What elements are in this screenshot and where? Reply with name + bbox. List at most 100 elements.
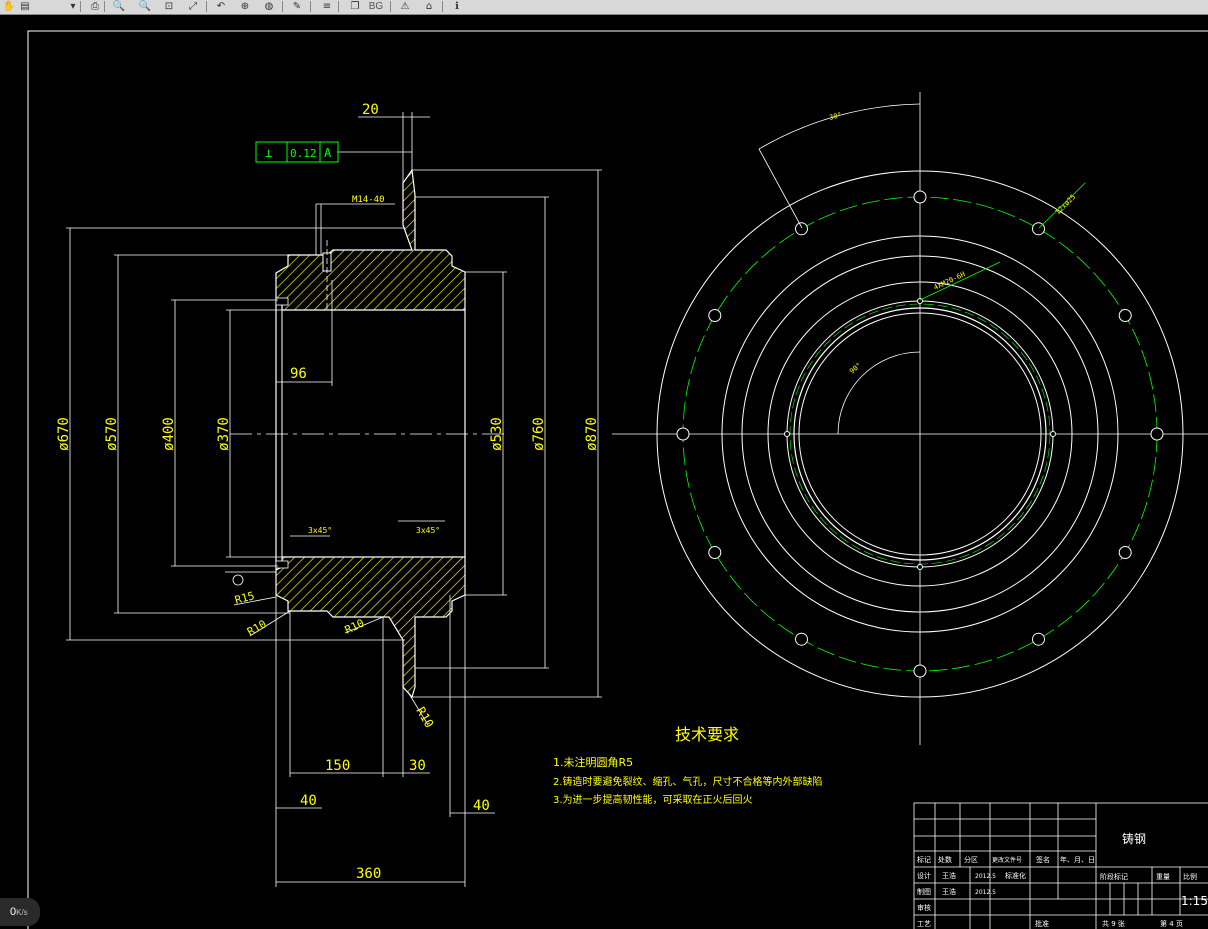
- highlight-icon[interactable]: ✎: [292, 1, 302, 12]
- design-label: 设计: [917, 871, 931, 880]
- toolbar-separator: [390, 1, 391, 12]
- end-view: 30° 90° 12xø25 4XM20-6H: [612, 92, 1208, 745]
- text-icon[interactable]: ≡: [322, 1, 332, 12]
- design-date: 2012.5: [975, 873, 996, 880]
- process-label: 工艺: [917, 920, 931, 928]
- approve-label: 批准: [1035, 919, 1049, 928]
- hdr-count: 处数: [938, 855, 952, 864]
- std-label: 标准化: [1005, 871, 1026, 880]
- tolerance-datum: A: [324, 146, 332, 160]
- background-toggle-button[interactable]: BG: [368, 1, 384, 12]
- toolbar: ✋ ▤ ▾ ⎙ 🔍 🔍 ⊡ ⤢ ↶ ⊕ ◍ ✎ ≡ ❐ ⚠ ⌂ ℹ BG: [0, 0, 1208, 15]
- dropdown-icon[interactable]: ▾: [70, 1, 76, 12]
- bolt-hole: [1032, 632, 1045, 646]
- warning-icon[interactable]: ⚠: [400, 1, 410, 12]
- stage-label: 阶段标记: [1100, 872, 1128, 881]
- bolt-hole: [676, 427, 690, 441]
- tapped-hole: [784, 431, 790, 437]
- dim-360: 360: [356, 866, 381, 882]
- angle-30-label: 30°: [828, 111, 842, 122]
- check-date: 2012.5: [975, 889, 996, 896]
- lower-section-hatch: [275, 556, 466, 699]
- network-speed-badge: 0K/s: [0, 898, 40, 926]
- angle-90-label: 90°: [848, 361, 863, 375]
- thread-note: M14-40: [352, 195, 385, 205]
- r15-label: R15: [233, 589, 256, 607]
- dim-20: 20: [362, 102, 379, 118]
- dim-760: ø760: [531, 417, 547, 451]
- cad-drawing-canvas[interactable]: ø670 ø570 ø400 ø370 ø530 ø760 ø870 20 96…: [0, 15, 1208, 929]
- tolerance-frame: [255, 141, 339, 163]
- tapped-hole: [917, 564, 923, 570]
- tech-req-title: 技术要求: [675, 725, 739, 744]
- hdr-change-doc: 更改文件号: [992, 856, 1022, 864]
- toolbar-separator: [104, 1, 105, 12]
- toolbar-separator: [338, 1, 339, 12]
- dim-400: ø400: [161, 417, 177, 451]
- hdr-zone: 分区: [964, 855, 978, 864]
- dim-570: ø570: [104, 417, 120, 451]
- technical-requirements: 技术要求 1.未注明圆角R5 2.铸造时要避免裂纹、缩孔、气孔，尺寸不合格等内外…: [553, 725, 823, 806]
- toolbar-separator: [310, 1, 311, 12]
- holes-note: 12xø25: [1054, 193, 1078, 217]
- bolt-hole: [708, 309, 722, 322]
- bolt-hole: [795, 632, 808, 646]
- info-icon[interactable]: ℹ: [455, 1, 459, 12]
- dim-150: 150: [325, 758, 350, 774]
- layer-icon[interactable]: ▤: [20, 1, 30, 12]
- toolbar-separator: [442, 1, 443, 12]
- r10-label-c: R10: [413, 705, 436, 731]
- hdr-mark: 标记: [917, 855, 931, 864]
- dim-40-right: 40: [473, 798, 490, 814]
- net-speed-value: 0: [10, 906, 17, 918]
- section-view: ø670 ø570 ø400 ø370 ø530 ø760 ø870 20 96…: [56, 102, 602, 887]
- net-speed-unit: K/s: [16, 908, 28, 917]
- tapped-hole-pattern: [784, 298, 1056, 570]
- hdr-sign: 签名: [1036, 855, 1050, 864]
- bolt-note: 4XM20-6H: [932, 270, 966, 292]
- design-name: 王浩: [942, 871, 956, 880]
- hdr-date: 年、月、日: [1060, 855, 1095, 864]
- dim-670: ø670: [56, 417, 72, 451]
- chamfer-note-1: 3x45°: [308, 526, 332, 535]
- dim-96: 96: [290, 366, 307, 382]
- tech-req-item-1: 1.未注明圆角R5: [553, 755, 633, 769]
- dim-370: ø370: [216, 417, 232, 451]
- upper-section-hatch: [275, 168, 466, 311]
- zoom-extents-icon[interactable]: ⤢: [189, 1, 197, 12]
- bolt-hole: [795, 222, 808, 236]
- review-label: 审核: [917, 903, 931, 912]
- sheets-total: 共 9 张: [1102, 919, 1125, 928]
- tolerance-value: 0.12: [290, 147, 317, 160]
- bolt-hole: [1118, 546, 1132, 559]
- zoom-window-icon[interactable]: ⊡: [164, 1, 174, 12]
- bolt-hole: [913, 664, 927, 678]
- check-name: 王浩: [942, 887, 956, 896]
- sheet-number: 第 4 页: [1160, 919, 1183, 928]
- dim-870: ø870: [584, 417, 600, 451]
- copy-icon[interactable]: ❐: [350, 1, 360, 12]
- scale-label: 比例: [1183, 872, 1197, 881]
- zoom-in-icon[interactable]: 🔍: [112, 1, 126, 12]
- toolbar-separator: [282, 1, 283, 12]
- bolt-hole: [708, 546, 722, 559]
- toolbar-separator: [206, 1, 207, 12]
- weight-label: 重量: [1156, 873, 1170, 881]
- pan-icon[interactable]: ✋: [2, 1, 16, 12]
- print-icon[interactable]: ⎙: [91, 1, 99, 12]
- zoom-previous-icon[interactable]: ↶: [216, 1, 226, 12]
- globe-icon[interactable]: ◍: [264, 1, 274, 12]
- bolt-hole: [1118, 309, 1132, 322]
- bolt-hole: [1150, 427, 1164, 441]
- dim-40-left: 40: [300, 793, 317, 809]
- chamfer-note-2: 3x45°: [416, 526, 440, 535]
- tolerance-symbol: ⊥: [265, 146, 272, 160]
- r10-label-a: R10: [245, 617, 269, 638]
- tech-req-item-2: 2.铸造时要避免裂纹、缩孔、气孔，尺寸不合格等内外部缺陷: [553, 775, 823, 788]
- title-block: 铸钢 标记 处数 分区 更改文件号 签名 年、月、日 设计 王浩 2012.5 …: [913, 802, 1208, 929]
- zoom-realtime-icon[interactable]: ⊕: [240, 1, 250, 12]
- zoom-out-icon[interactable]: 🔍: [138, 1, 152, 12]
- tapped-hole: [1050, 431, 1056, 437]
- dim-530: ø530: [489, 417, 505, 451]
- home-icon[interactable]: ⌂: [425, 1, 433, 12]
